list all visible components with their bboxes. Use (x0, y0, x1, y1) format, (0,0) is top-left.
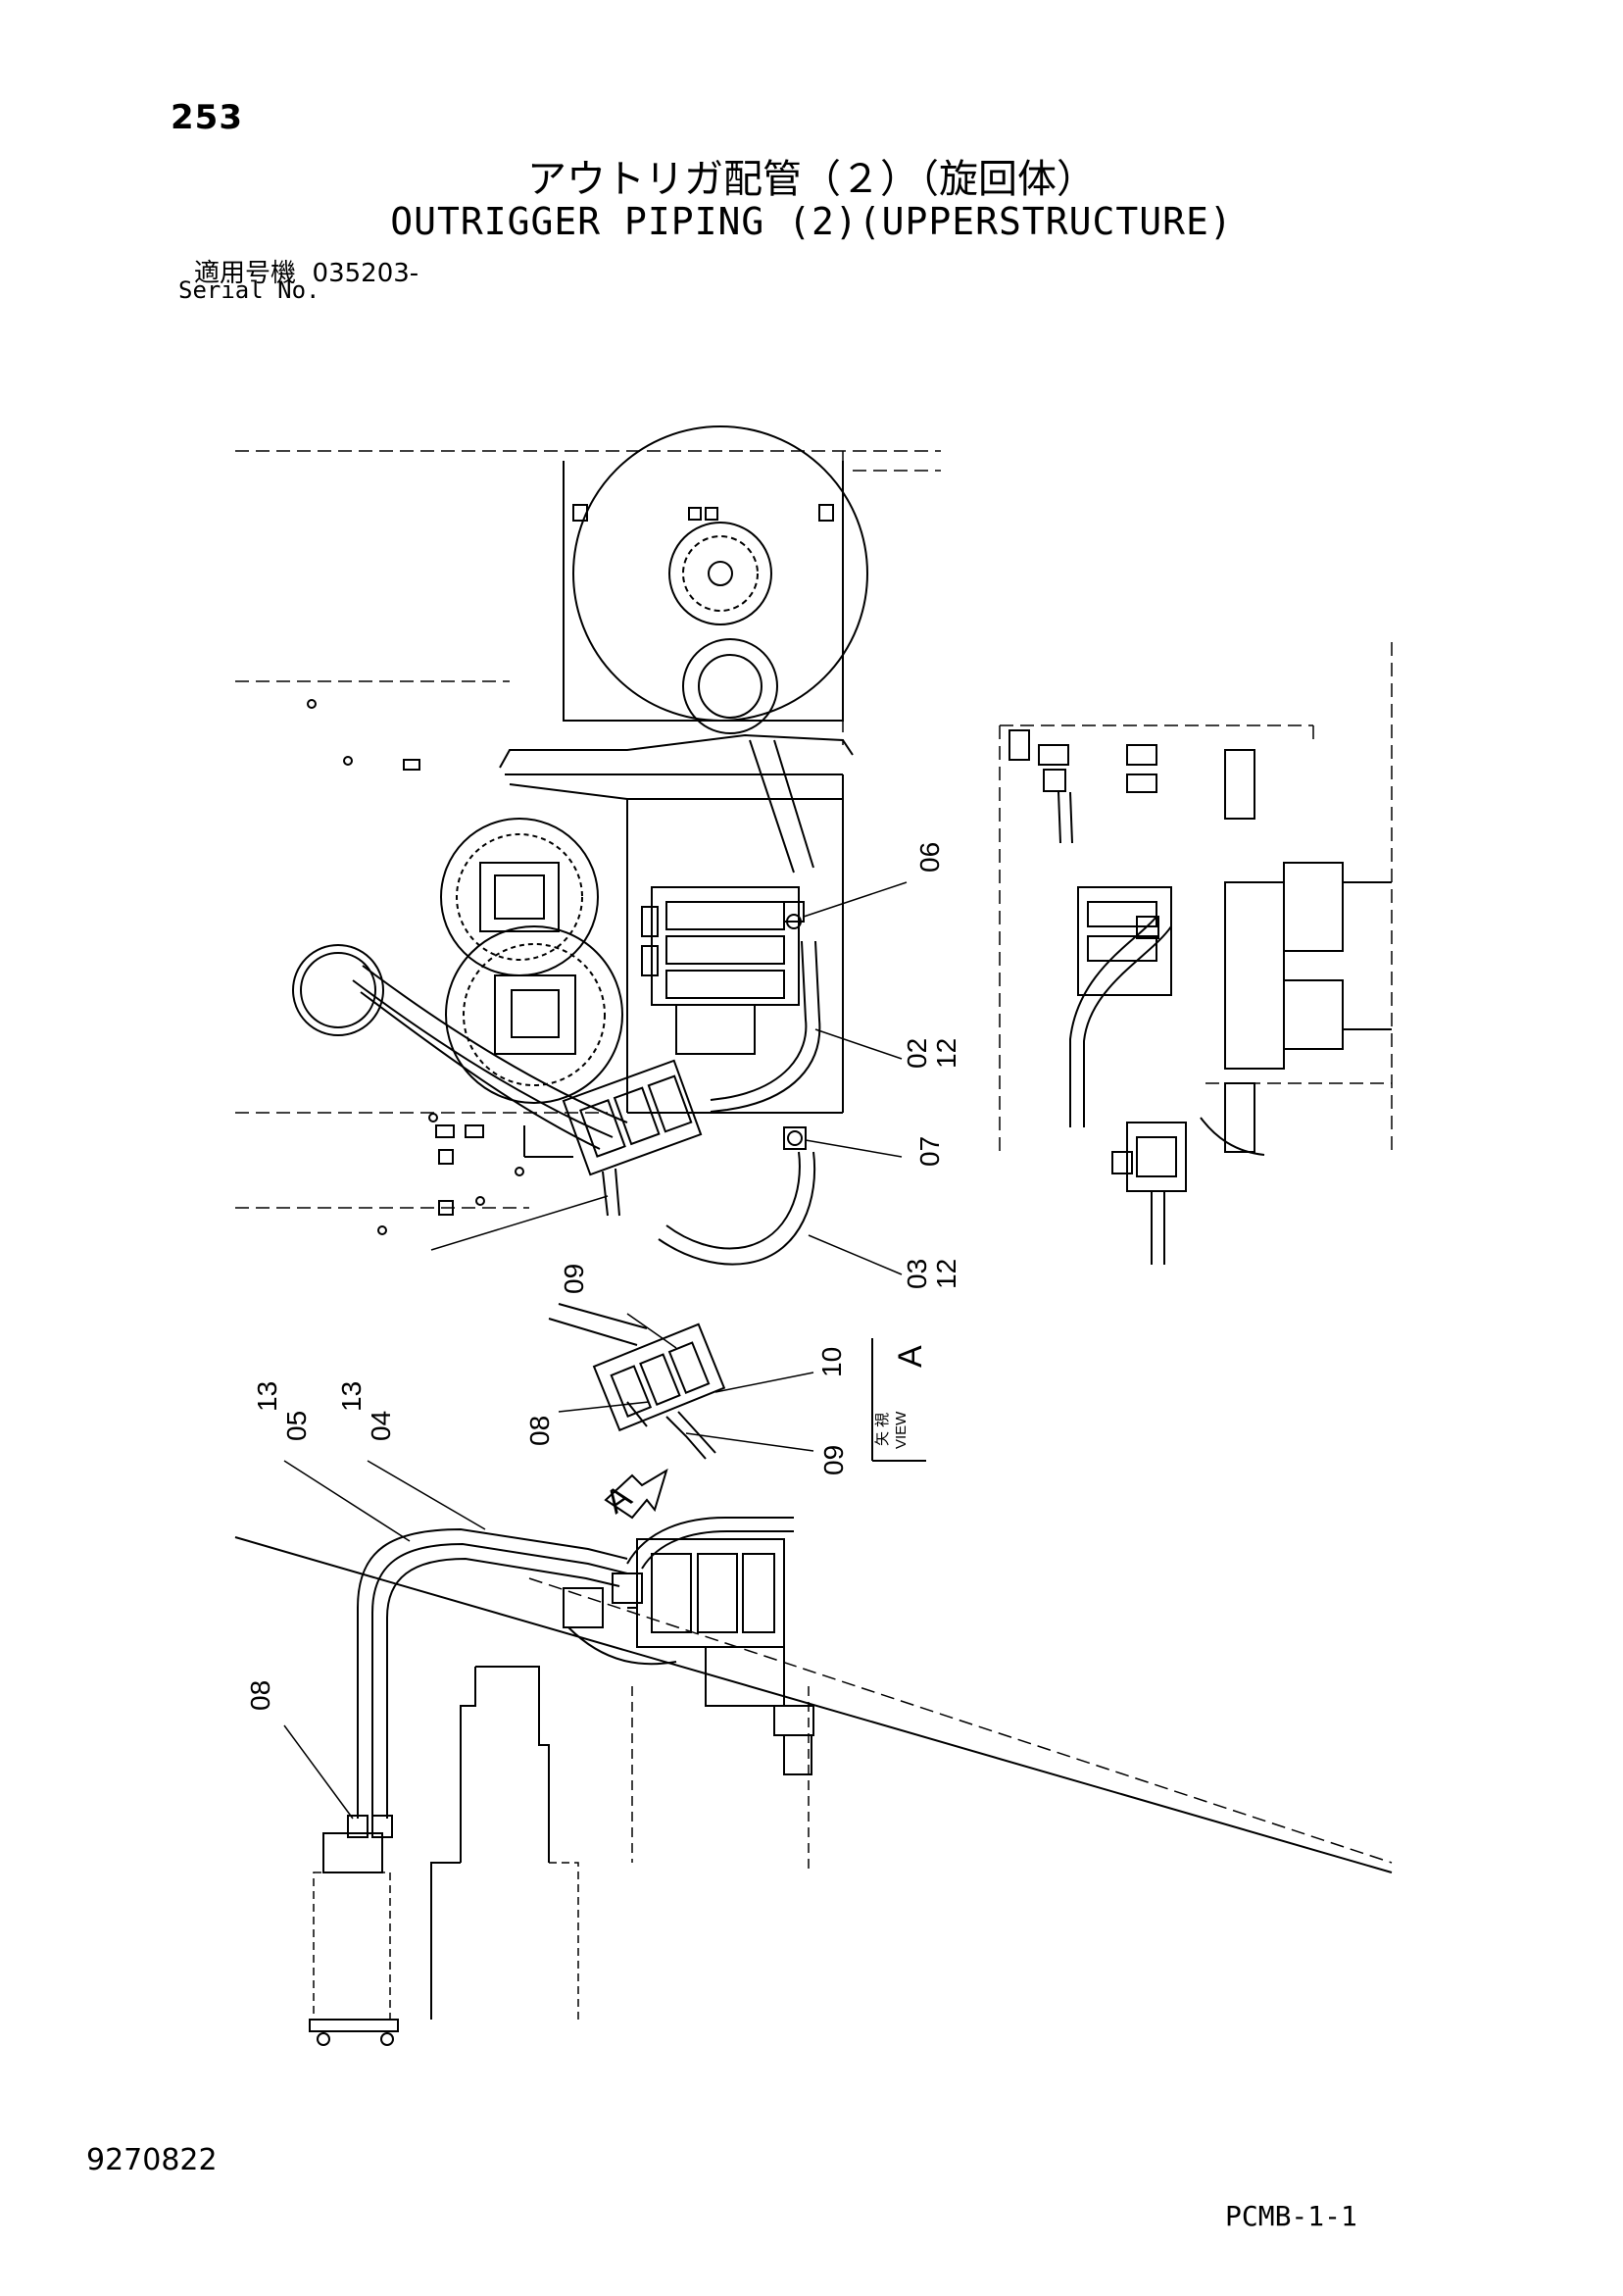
view-arrow-icon: A (599, 1468, 668, 1522)
callout-03: 03 (902, 1259, 932, 1289)
callout-02: 02 (902, 1038, 932, 1069)
lower-assembly-drawing (234, 1517, 1393, 2046)
view-label-en: VIEW (893, 1411, 910, 1449)
part-callouts: 06 02 12 07 03 12 09 10 08 09 13 05 13 0… (245, 842, 961, 1711)
callout-07: 07 (914, 1136, 945, 1167)
callout-12-b: 12 (931, 1259, 961, 1289)
serial-label-english: Serial No. (178, 276, 320, 304)
callout-13-a: 13 (252, 1381, 282, 1412)
callout-04: 04 (366, 1411, 396, 1441)
page-number: 253 (171, 98, 243, 137)
serial-number-value: 035203- (312, 259, 419, 288)
callout-08-b: 08 (245, 1680, 275, 1711)
callout-09-a: 09 (559, 1264, 589, 1294)
serial-label-jp-text: 適用号機 (194, 259, 297, 288)
page-title-english: OUTRIGGER PIPING (2)(UPPERSTRUCTURE) (390, 200, 1233, 243)
callout-10: 10 (816, 1347, 847, 1377)
callout-13-b: 13 (336, 1381, 367, 1412)
callout-08-a: 08 (524, 1416, 555, 1446)
view-label-jp: 矢 視 (874, 1413, 891, 1446)
callout-05: 05 (281, 1411, 312, 1441)
side-view-drawing (999, 642, 1393, 1265)
detail-valve-drawing (548, 1303, 726, 1460)
view-label-letter: A (892, 1345, 929, 1368)
footer-code: PCMB-1-1 (1225, 2200, 1357, 2232)
callout-09-b: 09 (818, 1445, 849, 1475)
upper-assembly-drawing (235, 425, 941, 1266)
serial-label-japanese: 適用号機 035203- (194, 253, 418, 289)
page-title-japanese: アウトリガ配管（２）（旋回体） (527, 157, 1096, 202)
document-number: 9270822 (86, 2143, 218, 2177)
leader-lines (283, 881, 908, 1820)
callout-12-a: 12 (931, 1038, 961, 1069)
callout-06: 06 (914, 842, 945, 873)
view-a-marker: 矢 視 VIEW A (871, 1338, 929, 1462)
